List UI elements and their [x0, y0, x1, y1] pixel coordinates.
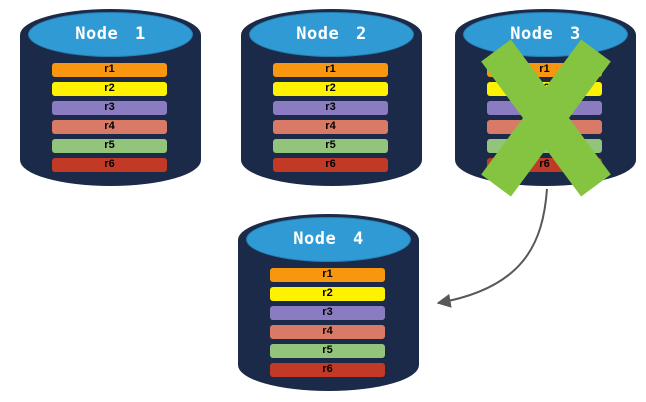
replica-row-r4: r4: [270, 325, 385, 339]
replica-row-r5: r5: [273, 139, 388, 153]
db-node-4: Node 4 r1 r2 r3 r4 r5 r6: [238, 214, 419, 391]
replica-row-r6: r6: [270, 363, 385, 377]
replica-row-r2: r2: [273, 82, 388, 96]
replica-row-r4: r4: [52, 120, 167, 134]
replica-row-r1: r1: [52, 63, 167, 77]
db-node-1: Node 1 r1 r2 r3 r4 r5 r6: [20, 9, 201, 186]
node-label: Node 4: [293, 229, 364, 249]
cylinder-top-face: [246, 217, 411, 262]
row-list: r1 r2 r3 r4 r5 r6: [270, 268, 385, 382]
node-label: Node 3: [510, 24, 581, 44]
node-label: Node 1: [75, 24, 146, 44]
db-node-2: Node 2 r1 r2 r3 r4 r5 r6: [241, 9, 422, 186]
node-label: Node 2: [296, 24, 367, 44]
replica-row-r1: r1: [273, 63, 388, 77]
cylinder-top-face: [249, 12, 414, 57]
failure-x-icon: [481, 38, 611, 197]
replica-row-r3: r3: [270, 306, 385, 320]
cylinder-top-face: [28, 12, 193, 57]
cylinder-top-face: [463, 12, 628, 57]
replica-row-r4: r4: [273, 120, 388, 134]
replica-row-r5: r5: [270, 344, 385, 358]
row-list: r1 r2 r3 r4 r5 r6: [52, 63, 167, 177]
replica-row-r2: r2: [52, 82, 167, 96]
replica-row-r6: r6: [52, 158, 167, 172]
replica-row-r1: r1: [270, 268, 385, 282]
replica-row-r5: r5: [52, 139, 167, 153]
replica-row-r3: r3: [273, 101, 388, 115]
row-list: r1 r2 r3 r4 r5 r6: [273, 63, 388, 177]
replica-row-r6: r6: [273, 158, 388, 172]
replica-row-r3: r3: [52, 101, 167, 115]
failover-arrow-path: [436, 188, 548, 308]
replica-row-r2: r2: [270, 287, 385, 301]
